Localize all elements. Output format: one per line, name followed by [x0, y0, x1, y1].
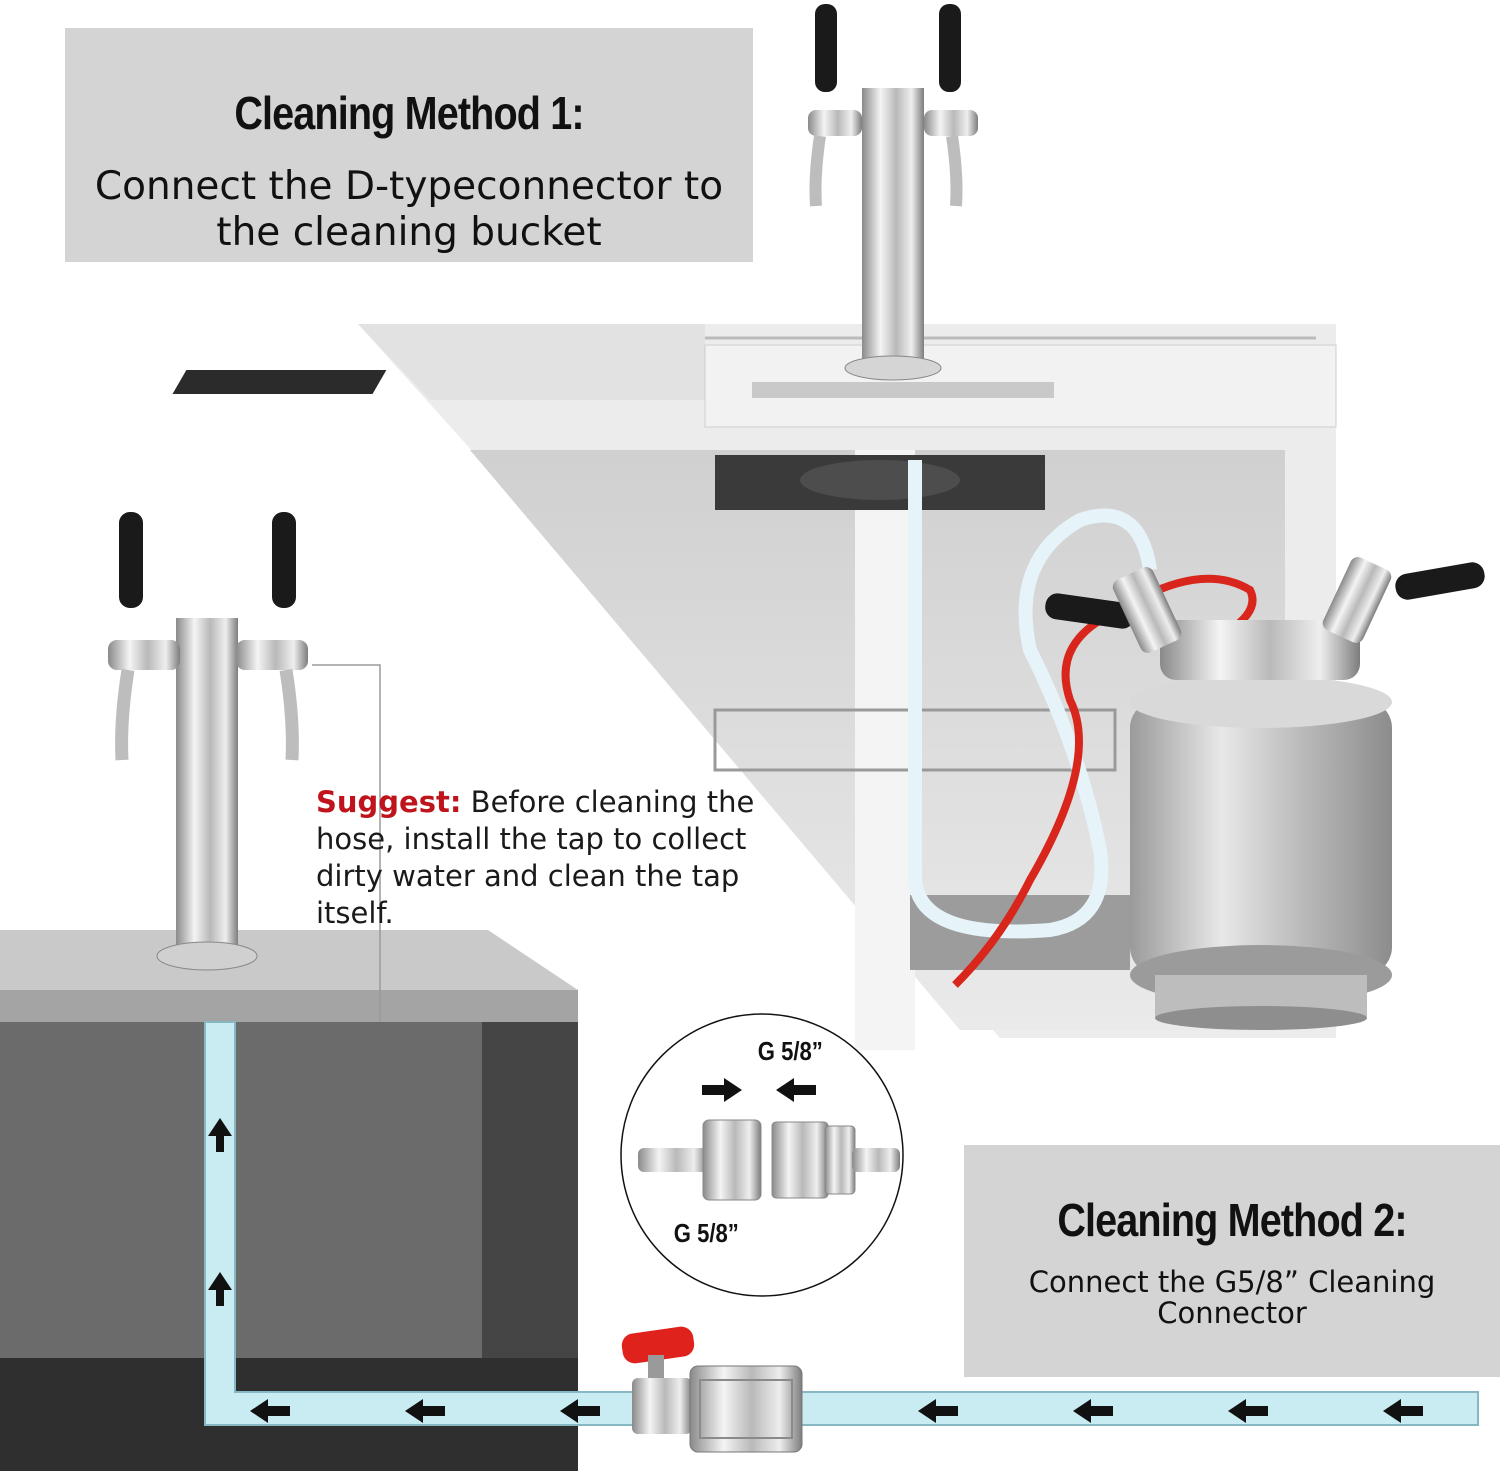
connector-label-bottom: G 5/8” — [673, 1218, 739, 1248]
flow-arrow-icon — [250, 1399, 290, 1423]
flow-arrow-icon — [1383, 1399, 1423, 1423]
red-gas-hose — [952, 574, 1257, 988]
method-1-label-box: Cleaning Method 1: Connect the D-typecon… — [65, 28, 753, 262]
flow-arrow-icon — [208, 1118, 232, 1152]
flow-arrow-icon — [560, 1399, 600, 1423]
flow-arrow-icon — [1073, 1399, 1113, 1423]
suggestion-lead: Suggest: — [316, 785, 462, 819]
suggestion-text: Before cleaning the hose, install the ta… — [316, 785, 755, 930]
method-1-text: Connect the D-typeconnector to the clean… — [94, 164, 724, 255]
tap-handle-icon — [815, 4, 837, 92]
method-2-label-box: Cleaning Method 2: Connect the G5/8” Cle… — [964, 1145, 1500, 1377]
tap-handle-icon — [119, 512, 143, 608]
tap-handle-icon — [272, 512, 296, 608]
flow-arrow-icon — [702, 1078, 742, 1102]
beer-tower-left-icon — [108, 512, 381, 1022]
keg-icon — [1045, 557, 1485, 1030]
connector-label-top: G 5/8” — [757, 1036, 823, 1066]
beer-tower-top-icon — [808, 4, 978, 381]
flow-arrow-icon — [1228, 1399, 1268, 1423]
flow-arrow-icon — [776, 1078, 816, 1102]
beer-fridge — [172, 324, 1337, 1050]
ball-valve-icon — [621, 1326, 695, 1434]
suggestion-note: Suggest: Before cleaning the hose, insta… — [316, 784, 786, 932]
tap-handle-icon — [939, 4, 961, 92]
flow-arrow-icon — [918, 1399, 958, 1423]
connector-fitting-icon — [689, 1365, 803, 1453]
water-pipe — [204, 1021, 1479, 1426]
flow-arrows — [208, 1118, 1423, 1423]
method-2-title: Cleaning Method 2: — [1057, 1194, 1407, 1246]
flow-arrow-icon — [208, 1272, 232, 1306]
connector-detail-circle — [620, 1013, 904, 1297]
callout-line — [312, 664, 381, 1022]
method-1-title: Cleaning Method 1: — [234, 87, 584, 139]
method-2-text: Connect the G5/8” Cleaning Connector — [1028, 1265, 1436, 1330]
flow-arrow-icon — [405, 1399, 445, 1423]
counter-block — [0, 930, 578, 1471]
